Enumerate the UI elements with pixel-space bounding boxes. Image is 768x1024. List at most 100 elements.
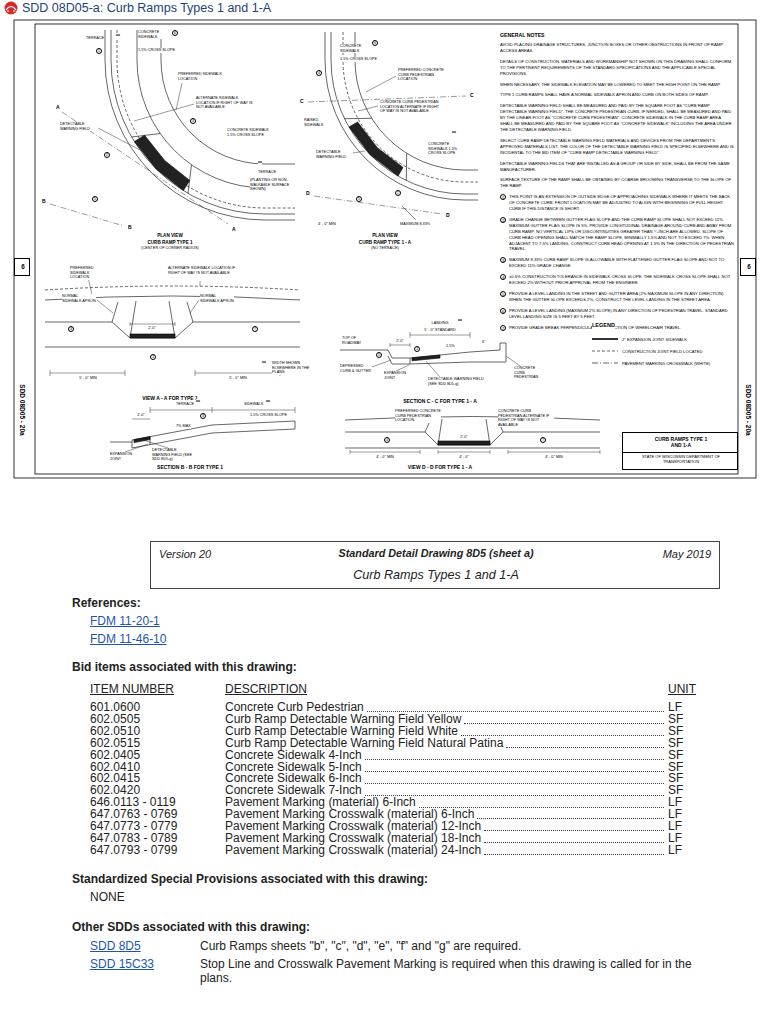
callout-number: 5 <box>356 196 362 202</box>
general-note: AVOID PLACING DRAINAGE STRUCTURES, JUNCT… <box>500 42 734 54</box>
note-row: 6PROVIDE A LEVEL LANDING (MAXIMUM 2% SLO… <box>500 308 734 320</box>
general-note: DETAILS OF CONSTRUCTION, MATERIALS AND W… <box>500 59 734 77</box>
document-text: UNIT <box>668 682 696 696</box>
drawing-label: 4' - 0" <box>459 455 469 460</box>
drawing-label: 4' - 0" MIN <box>376 455 394 460</box>
drawing-label: VIEW A - A FOR TYPE 1 <box>142 395 198 401</box>
document-text: Other SDDs associated with this drawing: <box>72 920 310 934</box>
callout-number: 4 <box>384 437 390 443</box>
dot-leader <box>506 747 664 748</box>
drawing-label: 5' - 0" STANDARD <box>424 328 455 333</box>
drawing-label: ALTERNATE SIDEWALK LOCATION IF RIGHT OF … <box>196 96 258 110</box>
callout-number: 1 <box>395 190 401 196</box>
legend-text: 2" EXPANSION JOINT SIDEWALK <box>622 337 687 342</box>
link-text: SDD 15C33 <box>90 957 154 971</box>
sheet-number: 6 <box>15 263 31 271</box>
section-c-c <box>340 332 520 377</box>
document-text: ITEM NUMBER <box>90 682 174 696</box>
document-text: 647.0793 - 0799 <box>90 843 177 857</box>
general-note: DETECTABLE WARNING FIELDS THAT ARE INSTA… <box>500 161 734 173</box>
document-text: Stop Line and Crosswalk Pavement Marking… <box>200 957 725 986</box>
note-number: 5 <box>500 291 506 297</box>
note-number: 2 <box>500 217 506 223</box>
drawing-name: Curb Ramps Types 1 and 1-A <box>151 568 721 583</box>
drawing-label: SECTION B - B FOR TYPE 1 <box>157 464 223 470</box>
margin-sheet-box: 6 <box>14 258 30 276</box>
general-note: PROVIDE GRADE BREAK PERPENDICULAR TO DIR… <box>509 325 734 331</box>
document-text: LF <box>668 843 682 857</box>
callout-number: 6 <box>172 30 178 36</box>
link-text: FDM 11-46-10 <box>90 632 166 646</box>
drawing-label: 2'-0" <box>460 435 468 440</box>
general-notes-column: AVOID PLACING DRAINAGE STRUCTURES, JUNCT… <box>500 42 734 336</box>
general-note: THIS POINT IS AN EXTENSION OF OUTSIDE ED… <box>509 194 734 212</box>
document-text: Bid items associated with this drawing: <box>72 660 297 674</box>
drawing-label: 5' - 0" MIN <box>79 376 97 381</box>
note-row: 1THIS POINT IS AN EXTENSION OF OUTSIDE E… <box>500 194 734 212</box>
callout-number: 5 <box>376 352 382 358</box>
drawing-label: 6" <box>482 340 485 345</box>
drawing-label: NORMAL SIDEWALK APRON <box>200 294 234 303</box>
drawing-label: ALTERNATE SIDEWALK LOCATION IF RIGHT OF … <box>168 266 238 275</box>
title-block-title: CURB RAMPS TYPE 1 AND 1-A <box>651 436 711 448</box>
drawing-label: ** <box>458 318 462 324</box>
title-block-agency: STATE OF WISCONSIN DEPARTMENT OF TRANSPO… <box>627 455 735 465</box>
drawing-label: RAISED SIDEWALK <box>304 118 334 127</box>
link-text: SDD 8D5 <box>90 939 141 953</box>
drawing-label: 7% MAX <box>176 424 191 429</box>
callout-number: 3 <box>68 326 74 332</box>
drawing-label: EXPANSION JOINT <box>384 371 410 380</box>
general-note: DETECTABLE WARNING FIELD SHALL BE MEASUR… <box>500 103 734 133</box>
note-number: 6 <box>500 308 506 314</box>
margin-sheet-box: 6 <box>740 258 756 276</box>
general-note: PROVIDE A LEVEL LANDING IN THE STREET AN… <box>509 291 734 303</box>
drawing-label: 1.5% CROSS SLOPE <box>340 57 377 62</box>
general-note: ±0.5% CONSTRUCTION TOLERANCE IN SIDEWALK… <box>509 274 734 286</box>
dot-leader <box>365 771 664 772</box>
sheet-title: SDD 08D05-a: Curb Ramps Types 1 and 1-A <box>22 1 271 16</box>
drawing-label: DETECTABLE WARNING FIELD <box>60 122 96 131</box>
drawing-label: A <box>232 226 236 232</box>
drawing-label: CONCRETE SIDEWALK <box>138 30 168 39</box>
drawing-label: CURB RAMP TYPE 1 <box>147 240 192 246</box>
callout-number: 5 <box>92 196 98 202</box>
drawing-label: ** <box>262 360 266 366</box>
drawing-label: PREFERRED SIDEWALK LOCATION <box>178 72 228 81</box>
view-d-d <box>345 417 600 455</box>
drawing-label: ** <box>452 130 456 136</box>
drawing-label: 1.5% CROSS SLOPE <box>250 413 287 418</box>
drawing-label: TERRACE <box>86 36 104 41</box>
drawing-label: GENERAL NOTES <box>500 32 545 38</box>
drawing-label: LANDING <box>432 321 449 326</box>
section-b-b <box>110 407 295 452</box>
note-row: 5PROVIDE A LEVEL LANDING IN THE STREET A… <box>500 291 734 303</box>
drawing-label: ** <box>116 33 120 39</box>
document-text: Standardized Special Provisions associat… <box>72 872 428 886</box>
document-text: References: <box>72 596 141 610</box>
dot-leader <box>484 854 664 855</box>
dot-leader <box>484 842 664 843</box>
drawing-label: 1.5% CROSS SLOPE <box>138 48 175 53</box>
drawing-label: PREFERRED CONCRETE CURB PEDESTRIAN LOCAT… <box>398 68 450 82</box>
drawing-label: A <box>56 104 60 110</box>
sheet-frame <box>14 20 756 478</box>
drawing-label: TOP OF ROADWAY <box>342 336 368 345</box>
document-text: Pavement Marking Crosswalk (material) 24… <box>225 843 481 857</box>
drawing-number: Standard Detail Drawing 8D5 (sheet a) <box>151 547 721 560</box>
title-block: CURB RAMPS TYPE 1 AND 1-A STATE OF WISCON… <box>622 432 738 470</box>
drawing-label: C <box>470 92 474 98</box>
drawing-label: 4' - 0" MIN <box>318 222 336 227</box>
sheet-number-vertical: SDD 08D05 - 20a <box>744 384 752 435</box>
drawing-label: DEPRESSED CURB & GUTTER <box>340 364 372 373</box>
drawing-label: CONCRETE SIDEWALK 1.5% CROSS SLOPE <box>227 128 269 137</box>
note-number: 1 <box>500 194 506 200</box>
drawing-label: C <box>300 98 304 104</box>
drawing-label: (CENTER OF CORNER RADIUS) <box>141 246 198 251</box>
drawing-label: CURB RAMP TYPE 1 - A <box>359 240 411 246</box>
legend-samples <box>592 339 618 363</box>
sheet-number-vertical: SDD 08D05 - 20a <box>18 384 26 435</box>
date-text: May 2019 <box>663 548 711 561</box>
sheet-number: 6 <box>741 263 757 271</box>
general-note: GRADE CHANGE BETWEEN GUTTER FLAG SLOPE A… <box>509 217 734 252</box>
drawing-label: MAXIMUM 8.33% <box>400 222 430 227</box>
